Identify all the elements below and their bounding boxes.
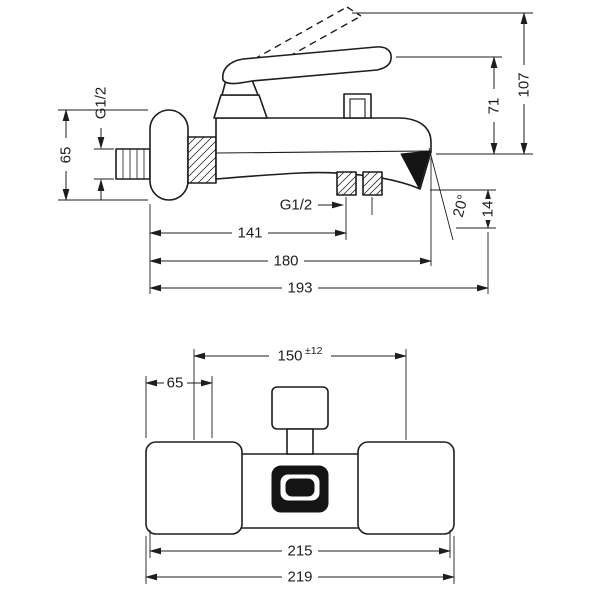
dim-65-front: 65 <box>145 375 213 438</box>
dim-g12-inlet-label: G1/2 <box>93 87 110 120</box>
dim-65-side: 65 <box>58 109 148 201</box>
left-escutcheon <box>145 441 243 535</box>
front-view: 150 ±12 65 215 219 <box>145 345 455 586</box>
dim-215-label: 215 <box>287 543 312 560</box>
lever-handle <box>213 46 392 119</box>
diverter-knob <box>271 465 329 513</box>
dim-215: 215 <box>149 530 451 560</box>
dim-180-label: 180 <box>273 253 298 270</box>
dim-193-label: 193 <box>287 280 312 297</box>
dim-g12-outlet: G1/2 <box>280 197 373 240</box>
dim-71-label: 71 <box>486 98 503 115</box>
top-port <box>343 93 372 119</box>
dim-141: 141 <box>149 204 347 294</box>
dim-g12-outlet-label: G1/2 <box>280 197 313 214</box>
dim-219-label: 219 <box>287 569 312 586</box>
dim-150-label: 150 <box>277 348 302 365</box>
angle-reference-line <box>428 147 454 241</box>
dim-angle-label: 20° <box>450 193 472 219</box>
dim-107: 107 <box>352 12 533 155</box>
lever-raised-dashed <box>232 6 362 81</box>
bottom-ports <box>336 171 383 196</box>
dim-141-label: 141 <box>237 225 262 242</box>
dim-180: 180 <box>149 158 432 270</box>
dim-193: 193 <box>149 232 489 297</box>
wall-escutcheon-side <box>149 109 189 201</box>
aerator-outlet <box>400 150 431 189</box>
mixer-body-spout <box>215 117 432 190</box>
dim-14: 14 <box>430 189 497 229</box>
dim-14-label: 14 <box>480 201 497 218</box>
handle-front <box>271 386 329 455</box>
union-nut <box>187 136 217 184</box>
dim-g12-inlet: G1/2 <box>93 87 114 200</box>
dim-107-label: 107 <box>516 72 533 97</box>
inlet-nipple <box>115 148 151 180</box>
side-view: 107 71 G1/2 65 G1/2 <box>58 6 533 297</box>
dim-65-front-label: 65 <box>167 375 184 392</box>
dim-65-side-label: 65 <box>58 147 75 164</box>
dim-71: 71 <box>396 56 503 155</box>
dim-angle-20: 20° <box>450 193 472 219</box>
dim-150: 150 ±12 <box>193 345 407 440</box>
dim-219: 219 <box>145 536 455 586</box>
right-escutcheon <box>357 441 455 535</box>
dim-150-tolerance: ±12 <box>305 345 323 357</box>
